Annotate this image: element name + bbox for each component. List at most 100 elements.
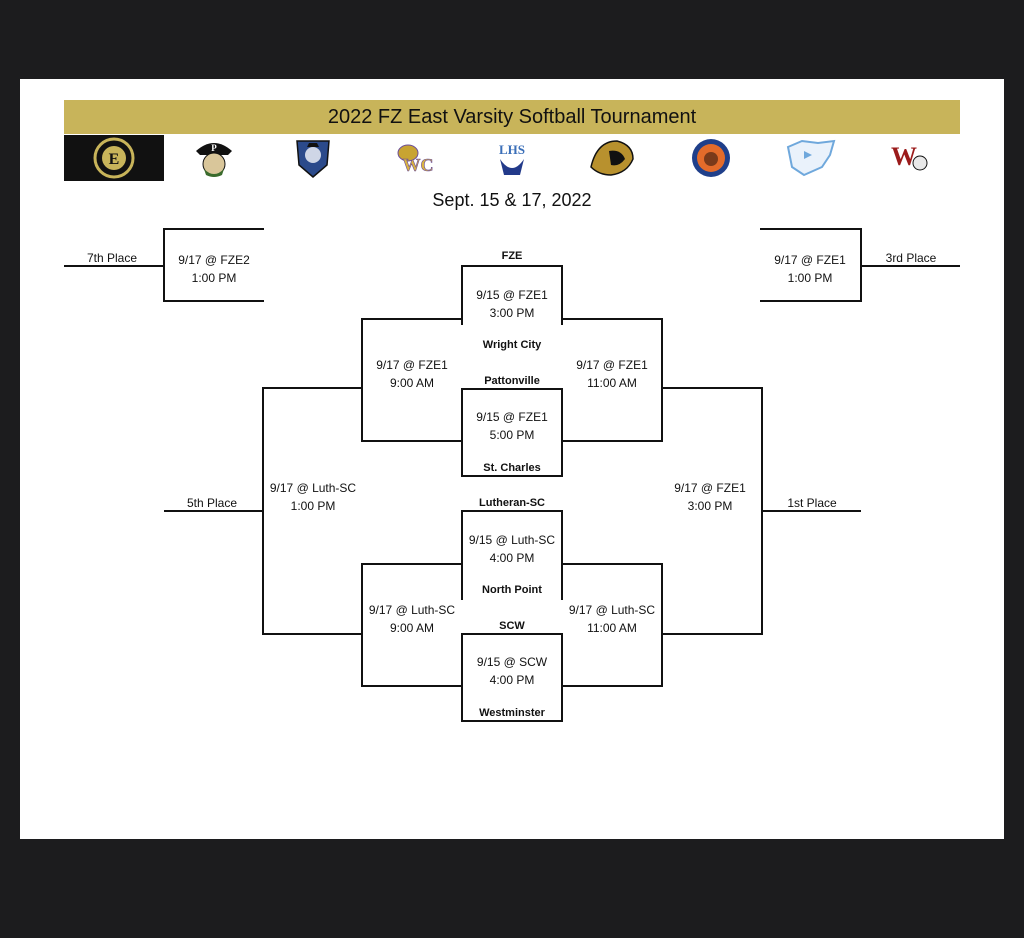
bracket-line (561, 265, 563, 325)
game-time: 4:00 PM (489, 551, 535, 565)
fze-lions-logo: E (64, 135, 164, 181)
bracket-line (461, 510, 463, 600)
fifth-place-label: 5th Place (186, 496, 238, 510)
game-time: 1:00 PM (191, 271, 237, 285)
pattonville-pirate-logo: P (190, 136, 238, 180)
bracket-line (361, 440, 463, 442)
bracket-line (461, 388, 563, 390)
bracket-line (262, 633, 363, 635)
bracket-line (461, 265, 463, 325)
st-charles-shield-logo (292, 136, 334, 180)
bracket-line (262, 387, 363, 389)
game-date: 9/15 @ FZE1 (476, 410, 548, 424)
cons1-game: 9/17 @ FZE1 9:00 AM (362, 356, 462, 392)
bracket-line (661, 563, 663, 687)
north-point-bear-icon (692, 139, 730, 177)
bracket-line (661, 387, 763, 389)
bracket-line (760, 228, 862, 230)
svg-text:WC: WC (403, 155, 434, 175)
game-time: 3:00 PM (687, 499, 733, 513)
seventh-place-label: 7th Place (86, 251, 138, 265)
game-date: 9/17 @ Luth-SC (568, 603, 656, 617)
svg-text:LHS: LHS (499, 142, 525, 157)
team-north-point: North Point (482, 584, 542, 596)
team-pattonville: Pattonville (484, 375, 540, 387)
game-date: 9/17 @ FZE1 (576, 358, 648, 372)
game-date: 9/17 @ FZE1 (774, 253, 846, 267)
bracket-line (661, 633, 763, 635)
bracket-line (860, 265, 960, 267)
bracket-line (163, 300, 264, 302)
svg-text:E: E (109, 151, 120, 168)
game-time: 3:00 PM (489, 306, 535, 320)
game-time: 9:00 AM (389, 621, 435, 635)
third-place-game: 9/17 @ FZE1 1:00 PM (760, 251, 860, 287)
semi1-game: 9/17 @ FZE1 11:00 AM (562, 356, 662, 392)
bracket-line (561, 633, 563, 722)
bracket-sheet (20, 79, 1004, 839)
game-date: 9/17 @ FZE1 (674, 481, 746, 495)
game-time: 5:00 PM (489, 428, 535, 442)
bracket-line (361, 563, 363, 687)
tournament-dates: Sept. 15 & 17, 2022 (432, 190, 592, 210)
seventh-place-game: 9/17 @ FZE2 1:00 PM (164, 251, 264, 287)
bracket-line (361, 318, 363, 442)
wright-city-wildcat-logo: WC (390, 136, 438, 180)
wildcat-wc-icon: WC (397, 144, 434, 175)
game-date: 9/17 @ FZE2 (178, 253, 250, 267)
scw-warrior-logo: W (890, 136, 932, 180)
svg-text:W: W (891, 142, 917, 171)
svg-text:P: P (211, 143, 217, 153)
shield-icon (296, 140, 330, 178)
team-scw: SCW (499, 620, 525, 632)
bracket-line (361, 563, 463, 565)
team-lutheran-sc: Lutheran-SC (479, 497, 545, 509)
first-place-label: 1st Place (787, 496, 837, 510)
team-wright-city: Wright City (482, 339, 542, 351)
qf3-game: 9/15 @ Luth-SC 4:00 PM (462, 531, 562, 567)
tournament-title: 2022 FZ East Varsity Softball Tournament (64, 100, 960, 134)
bracket-line (561, 685, 663, 687)
wildcat-icon (786, 139, 836, 177)
bracket-line (461, 633, 563, 635)
semi2-game: 9/17 @ Luth-SC 11:00 AM (562, 601, 662, 637)
cons2-game: 9/17 @ Luth-SC 9:00 AM (362, 601, 462, 637)
bracket-line (761, 510, 861, 512)
bracket-line (164, 510, 264, 512)
game-date: 9/15 @ FZE1 (476, 288, 548, 302)
bracket-line (361, 318, 463, 320)
game-time: 1:00 PM (290, 499, 336, 513)
lhs-logo: LHS (490, 136, 534, 180)
fze-lions-icon: E (93, 137, 135, 179)
game-date: 9/17 @ Luth-SC (269, 481, 357, 495)
game-date: 9/17 @ FZE1 (376, 358, 448, 372)
team-westminster: Westminster (479, 707, 545, 719)
bracket-line (561, 440, 663, 442)
pirate-icon: P (196, 143, 232, 177)
game-time: 9:00 AM (389, 376, 435, 390)
bracket-line (461, 633, 463, 722)
bracket-line (461, 265, 563, 267)
lhs-icon: LHS (499, 142, 525, 175)
bracket-line (561, 388, 563, 477)
game-date: 9/15 @ Luth-SC (468, 533, 556, 547)
bracket-line (461, 720, 563, 722)
team-fze: FZE (501, 250, 523, 262)
game-date: 9/15 @ SCW (476, 655, 548, 669)
qf1-game: 9/15 @ FZE1 3:00 PM (462, 286, 562, 322)
lion-head-icon (590, 140, 634, 176)
bracket-line (461, 510, 563, 512)
bracket-line (461, 388, 463, 477)
bracket-line (361, 685, 463, 687)
bracket-line (461, 475, 563, 477)
bracket-line (661, 318, 663, 442)
game-time: 4:00 PM (489, 673, 535, 687)
team-st-charles: St. Charles (483, 462, 541, 474)
qf2-game: 9/15 @ FZE1 5:00 PM (462, 408, 562, 444)
bracket-line (64, 265, 165, 267)
fifth-place-game: 9/17 @ Luth-SC 1:00 PM (263, 479, 363, 515)
bracket-line (561, 563, 663, 565)
game-time: 11:00 AM (587, 621, 637, 635)
westminster-wildcat-logo (782, 136, 840, 180)
game-time: 11:00 AM (587, 376, 637, 390)
